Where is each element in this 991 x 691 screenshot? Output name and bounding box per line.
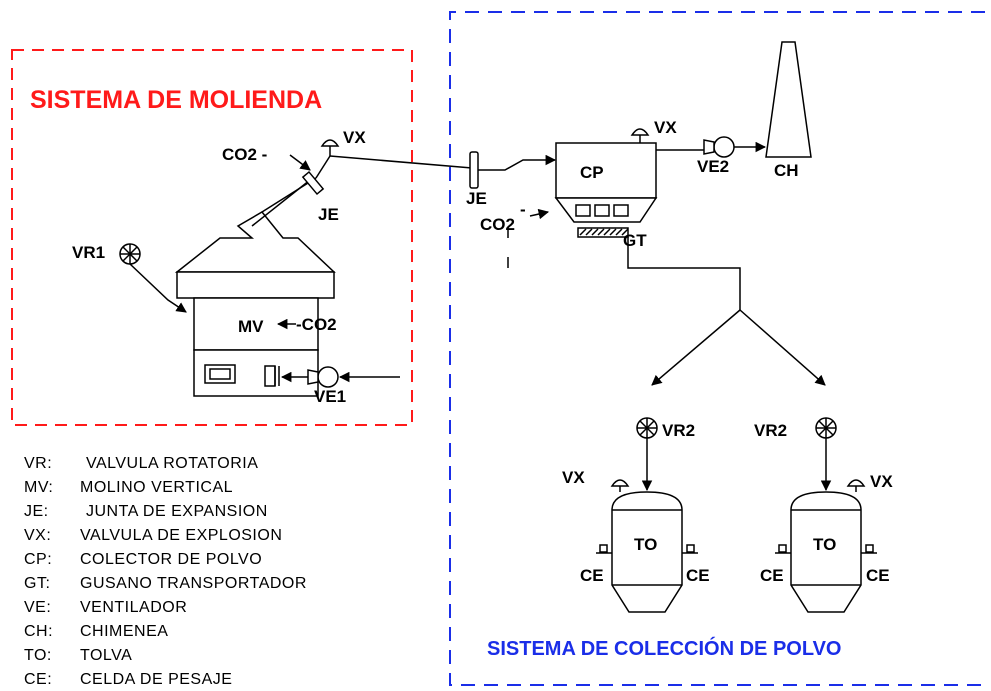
coleccion-title: SISTEMA DE COLECCIÓN DE POLVO <box>487 636 841 660</box>
legend-desc-7: CHIMENEA <box>80 623 168 640</box>
expansion-joint-mill <box>301 170 325 196</box>
fan-ve1 <box>307 366 339 388</box>
expansion-joint-pipe <box>469 151 479 189</box>
legend-code-1: MV: <box>24 479 53 496</box>
legend-code-6: VE: <box>24 599 51 616</box>
legend-desc-0: VALVULA ROTATORIA <box>86 455 258 472</box>
fan-ve2 <box>703 136 735 158</box>
ce-2-label: CE <box>686 566 710 585</box>
legend-code-8: TO: <box>24 647 52 664</box>
coleccion-boundary <box>449 11 985 686</box>
mv-label: MV <box>238 317 264 336</box>
legend-code-5: GT: <box>24 575 50 592</box>
to-right-label: TO <box>813 535 836 554</box>
vr2-left-label: VR2 <box>662 421 695 440</box>
co2-top-label: CO2 - <box>222 145 267 164</box>
molienda-boundary <box>11 49 413 426</box>
legend-code-0: VR: <box>24 455 52 472</box>
co2-cp-dash: - <box>520 200 526 219</box>
gt-label: GT <box>623 231 647 250</box>
legend-code-7: CH: <box>24 623 53 640</box>
vertical-mill <box>174 211 336 397</box>
legend-desc-6: VENTILADOR <box>80 599 187 616</box>
vr2-right-label: VR2 <box>754 421 787 440</box>
ch-label: CH <box>774 161 799 180</box>
cp-label: CP <box>580 163 604 182</box>
rotary-valve-vr1 <box>119 243 141 265</box>
vx-to-right-label: VX <box>870 472 893 491</box>
hopper-left <box>596 479 698 613</box>
legend-code-9: CE: <box>24 671 52 688</box>
legend-desc-3: VALVULA DE EXPLOSION <box>80 527 282 544</box>
je-pipe-label: JE <box>466 189 487 208</box>
ve2-label: VE2 <box>697 157 729 176</box>
ce-3-label: CE <box>760 566 784 585</box>
legend-code-3: VX: <box>24 527 51 544</box>
legend-desc-4: COLECTOR DE POLVO <box>80 551 262 568</box>
explosion-valve-cp <box>630 128 650 143</box>
legend-desc-2: JUNTA DE EXPANSION <box>86 503 268 520</box>
dust-collector <box>554 142 658 238</box>
rotary-valve-vr2-left <box>636 417 658 439</box>
legend-code-2: JE: <box>24 503 49 520</box>
ve1-label: VE1 <box>314 387 346 406</box>
to-left-label: TO <box>634 535 657 554</box>
molienda-title: SISTEMA DE MOLIENDA <box>30 86 322 114</box>
explosion-valve-mill <box>320 139 340 156</box>
legend-desc-8: TOLVA <box>80 647 132 664</box>
vr1-label: VR1 <box>72 243 105 262</box>
legend-desc-9: CELDA DE PESAJE <box>80 671 232 688</box>
hopper-right <box>775 479 877 613</box>
co2-mill-label: -CO2 <box>296 315 337 334</box>
ce-4-label: CE <box>866 566 890 585</box>
legend-desc-5: GUSANO TRANSPORTADOR <box>80 575 307 592</box>
rotary-valve-vr2-right <box>815 417 837 439</box>
co2-cp-label: CO2 <box>480 215 515 234</box>
legend: VR: VALVULA ROTATORIA MV: MOLINO VERTICA… <box>24 455 307 688</box>
chimney <box>765 41 812 158</box>
vx-to-left-label: VX <box>562 468 585 487</box>
legend-desc-1: MOLINO VERTICAL <box>80 479 233 496</box>
je-mill-label: JE <box>318 205 339 224</box>
ce-1-label: CE <box>580 566 604 585</box>
vx-cp-label: VX <box>654 118 677 137</box>
vx-mill-label: VX <box>343 128 366 147</box>
legend-code-4: CP: <box>24 551 52 568</box>
